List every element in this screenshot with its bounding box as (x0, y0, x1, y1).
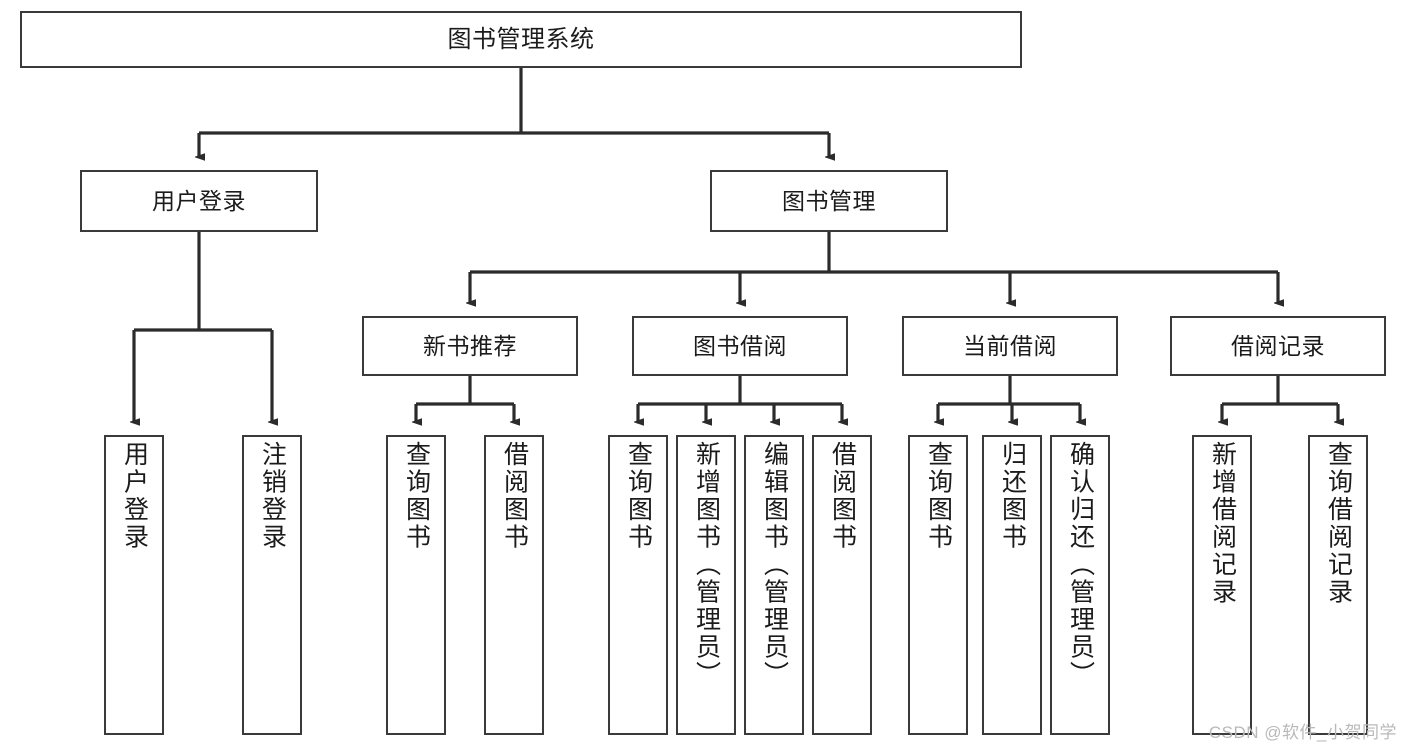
node-leaf-query-book-1[interactable]: 查询图书 (386, 435, 446, 735)
node-leaf-query-record-label: 查询借阅记录 (1324, 441, 1353, 606)
node-leaf-confirm-return[interactable]: 确认归还（管理员） (1050, 435, 1110, 735)
node-leaf-add-record-label: 新增借阅记录 (1208, 441, 1237, 606)
node-leaf-query-book-2[interactable]: 查询图书 (608, 435, 668, 735)
node-leaf-add-book[interactable]: 新增图书（管理员） (676, 435, 736, 735)
node-book-borrow-label: 图书借阅 (693, 332, 787, 359)
node-leaf-user-login[interactable]: 用户登录 (104, 435, 164, 735)
node-book-borrow[interactable]: 图书借阅 (632, 316, 848, 376)
node-leaf-borrow-book-2[interactable]: 借阅图书 (812, 435, 872, 735)
node-leaf-borrow-book-2-label: 借阅图书 (828, 441, 857, 551)
node-leaf-return-book-label: 归还图书 (998, 441, 1027, 551)
node-leaf-edit-book-label: 编辑图书（管理员） (760, 441, 789, 689)
node-book-manage[interactable]: 图书管理 (710, 170, 948, 232)
node-leaf-borrow-book-1-label: 借阅图书 (500, 441, 529, 551)
node-user-login-label: 用户登录 (152, 187, 246, 214)
node-current-borrow[interactable]: 当前借阅 (902, 316, 1118, 376)
node-root[interactable]: 图书管理系统 (20, 11, 1022, 68)
node-leaf-edit-book[interactable]: 编辑图书（管理员） (744, 435, 804, 735)
node-leaf-add-book-label: 新增图书（管理员） (692, 441, 721, 689)
node-borrow-record-label: 借阅记录 (1231, 332, 1325, 359)
node-leaf-query-book-1-label: 查询图书 (402, 441, 431, 551)
node-current-borrow-label: 当前借阅 (963, 332, 1057, 359)
node-root-label: 图书管理系统 (447, 25, 595, 53)
watermark: CSDN @软件_小贺同学 (1208, 723, 1397, 742)
node-leaf-query-book-2-label: 查询图书 (624, 441, 653, 551)
node-new-book-recommend-label: 新书推荐 (423, 332, 517, 359)
node-user-login[interactable]: 用户登录 (80, 170, 318, 232)
node-leaf-borrow-book-1[interactable]: 借阅图书 (484, 435, 544, 735)
node-leaf-query-record[interactable]: 查询借阅记录 (1308, 435, 1368, 735)
node-leaf-user-logout-label: 注销登录 (258, 441, 287, 551)
node-new-book-recommend[interactable]: 新书推荐 (362, 316, 578, 376)
node-leaf-query-book-3-label: 查询图书 (924, 441, 953, 551)
node-leaf-user-login-label: 用户登录 (120, 441, 149, 551)
node-leaf-add-record[interactable]: 新增借阅记录 (1192, 435, 1252, 735)
node-leaf-confirm-return-label: 确认归还（管理员） (1066, 441, 1095, 689)
node-leaf-user-logout[interactable]: 注销登录 (242, 435, 302, 735)
node-leaf-return-book[interactable]: 归还图书 (982, 435, 1042, 735)
node-borrow-record[interactable]: 借阅记录 (1170, 316, 1386, 376)
node-book-manage-label: 图书管理 (782, 187, 876, 214)
node-leaf-query-book-3[interactable]: 查询图书 (908, 435, 968, 735)
